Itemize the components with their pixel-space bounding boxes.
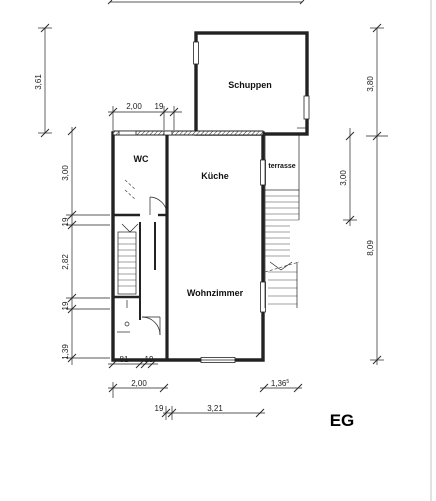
wc-window-top <box>118 130 137 136</box>
dim-right-300: 3,00 <box>339 170 348 186</box>
walls <box>111 31 309 362</box>
room-label-wc: WC <box>134 154 149 164</box>
room-label-wohnzimmer: Wohnzimmer <box>187 288 244 298</box>
dim-left-19a: 19 <box>61 217 70 226</box>
dim-right-809: 8,09 <box>366 240 375 256</box>
top-dimension-line <box>107 0 305 5</box>
dim-top-200: 2,00 <box>126 102 142 111</box>
dim-bottom-19b: 19 <box>155 404 164 413</box>
dim-bottom-200: 2,00 <box>131 379 147 388</box>
floor-label: EG <box>330 411 355 430</box>
living-window-right <box>260 281 266 313</box>
dim-bottom-19a: 19 <box>145 355 154 364</box>
house-outer-walls <box>111 131 265 362</box>
top-window-small <box>163 130 173 136</box>
exterior-stairs <box>264 190 300 308</box>
dim-left-361: 3,61 <box>34 74 43 90</box>
dim-left-282: 2,82 <box>61 254 70 270</box>
dim-left-19b: 19 <box>61 301 70 310</box>
right-dimension-chains <box>343 23 388 365</box>
shed-window-right <box>303 95 310 120</box>
room-label-terrasse: terrasse <box>268 163 295 170</box>
shed-window-left <box>193 41 199 65</box>
room-label-kueche: Küche <box>201 171 229 181</box>
left-dimension-chain <box>38 23 110 365</box>
interior-stairs <box>117 179 139 333</box>
top-inner-dimension <box>108 106 182 130</box>
room-label-schuppen: Schuppen <box>228 80 272 90</box>
dim-bottom-81: 81 <box>120 355 129 364</box>
dim-left-300: 3,00 <box>61 165 70 181</box>
dim-bottom-136-sup: 5 <box>286 379 289 385</box>
doors <box>141 127 307 336</box>
dim-right-380: 3,80 <box>366 76 375 92</box>
dim-left-139: 1,39 <box>61 344 70 360</box>
bottom-dimension-chains <box>108 359 303 420</box>
dim-bottom-321: 3,21 <box>207 404 223 413</box>
dim-bottom-136-main: 1,36 <box>271 379 287 388</box>
dim-bottom-136: 1,365 <box>271 379 290 388</box>
terrace <box>264 133 300 308</box>
kitchen-window-right <box>260 159 266 186</box>
windows <box>118 41 310 363</box>
dim-top-19: 19 <box>155 102 164 111</box>
